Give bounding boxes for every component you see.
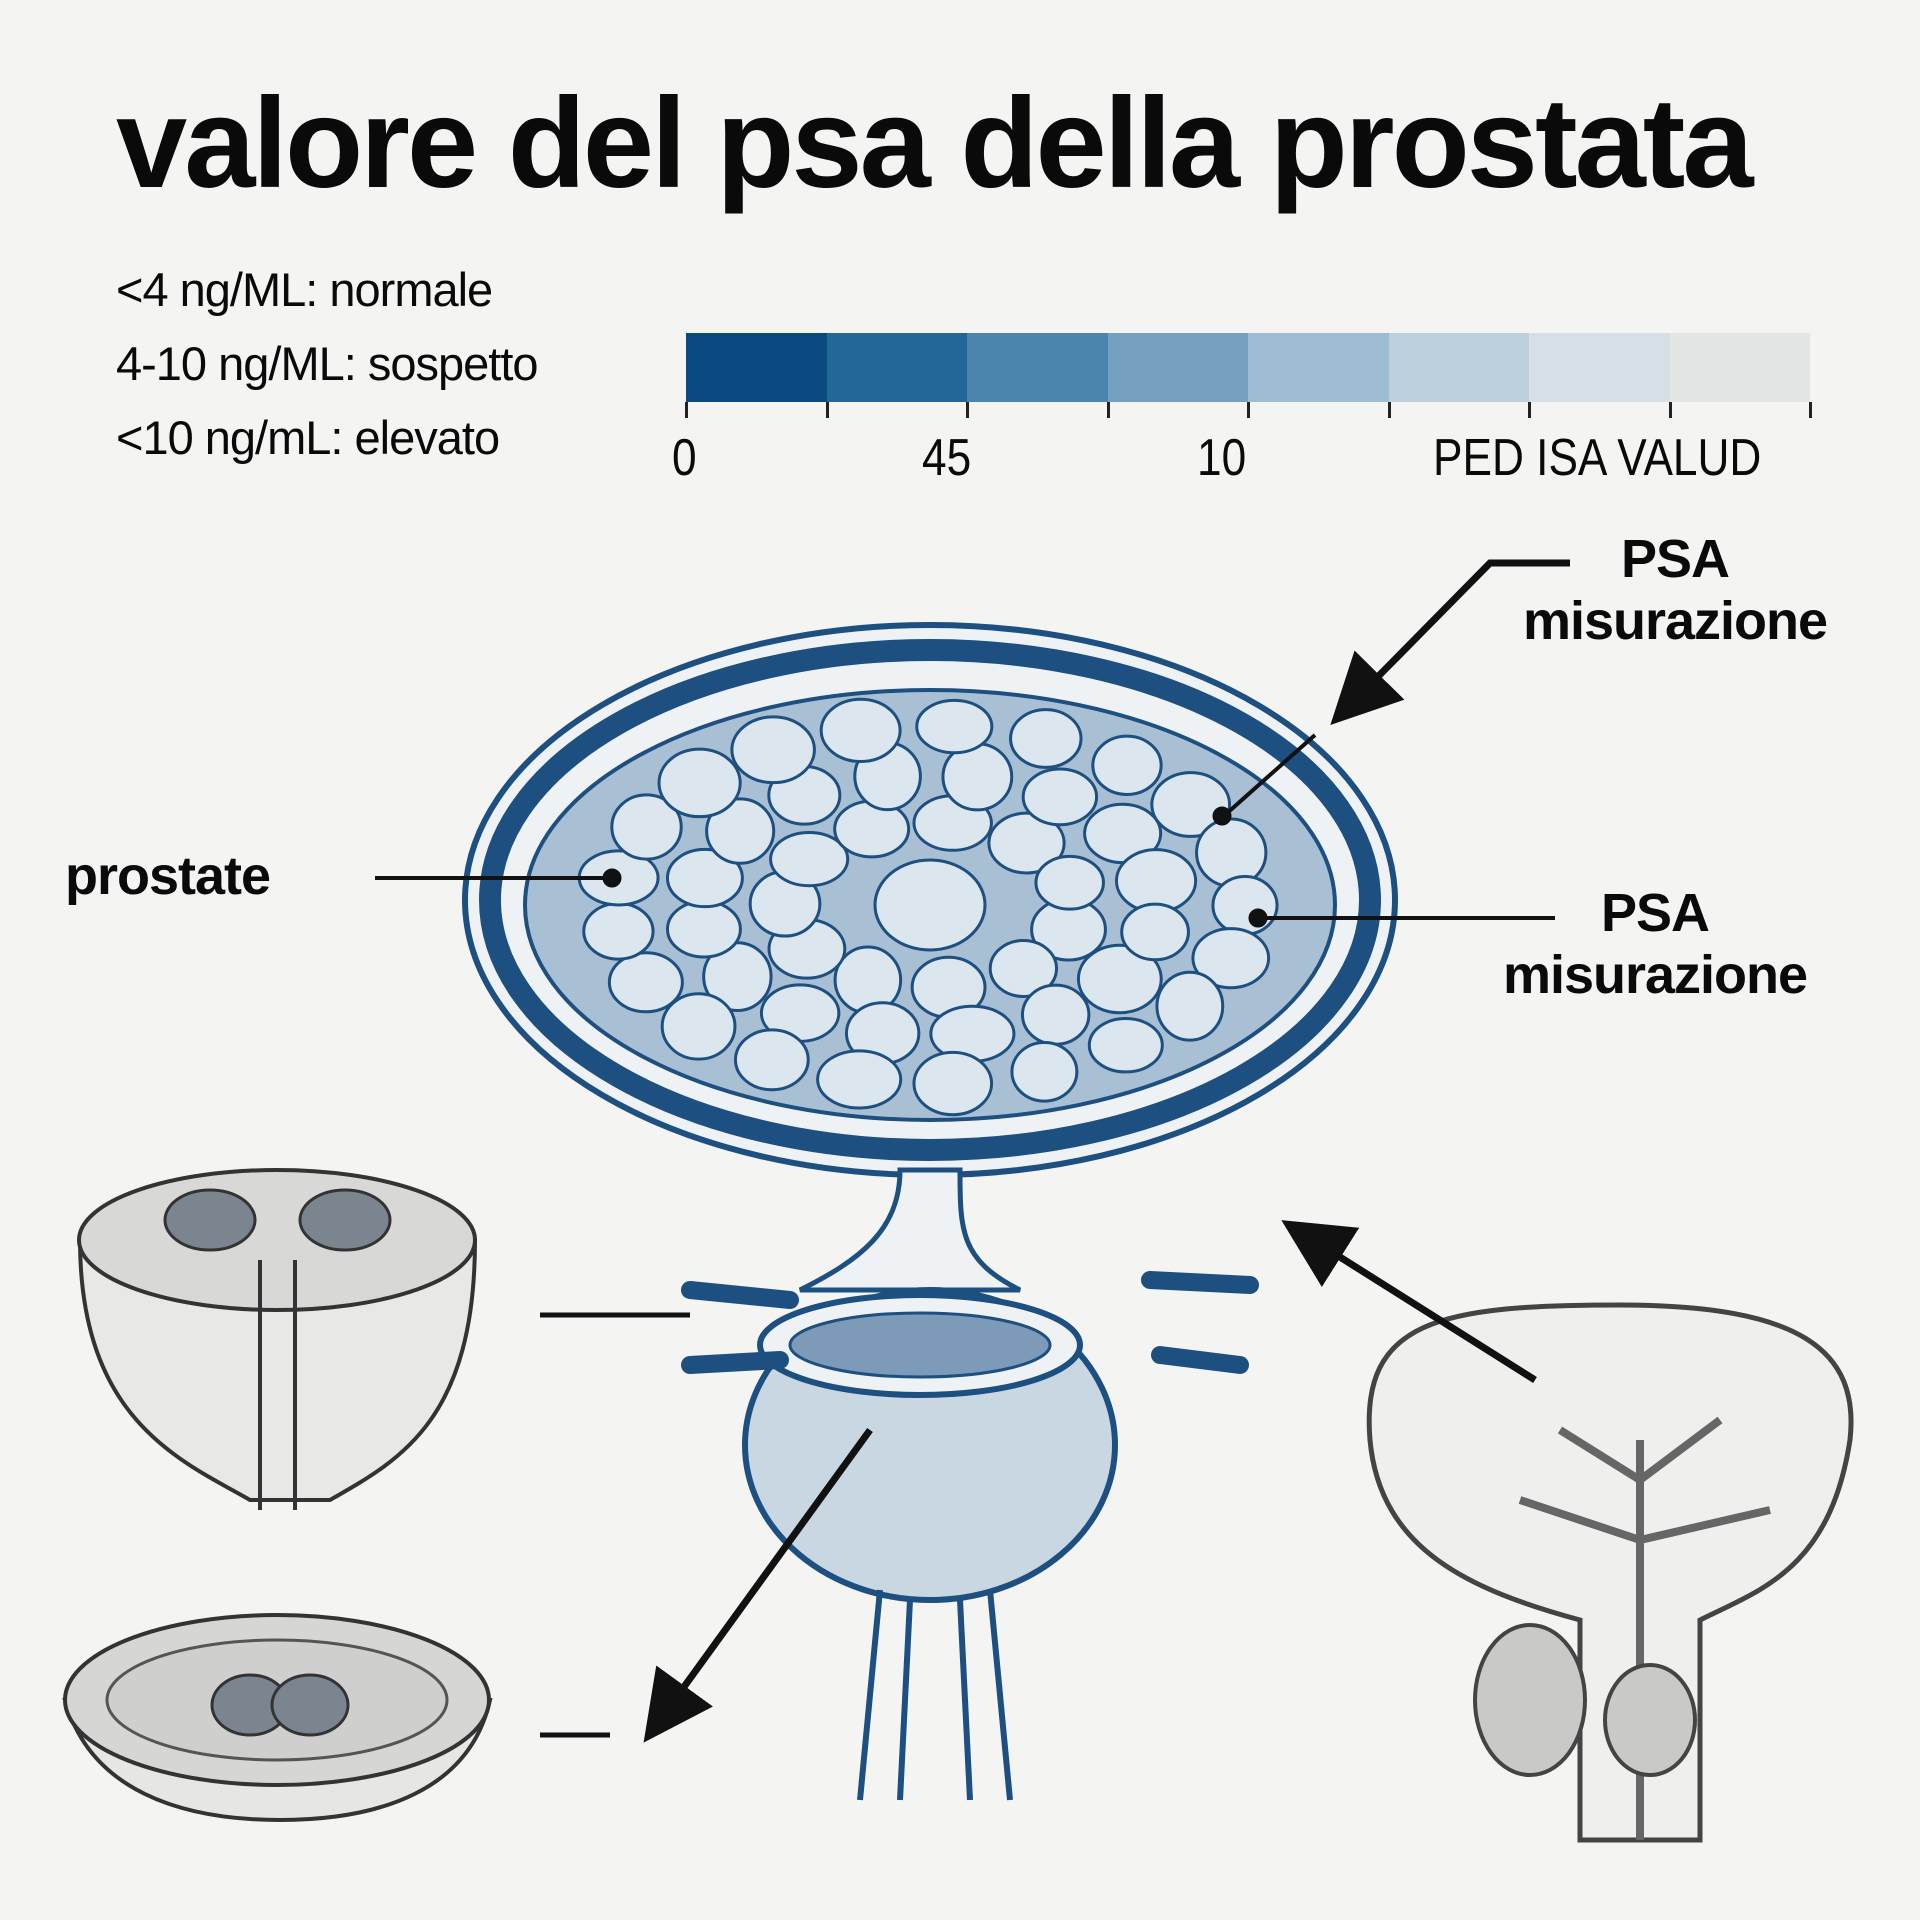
prostate-section-sketch-bottom bbox=[62, 1613, 493, 1823]
gland-cell bbox=[912, 1050, 994, 1117]
prostate-gland-sketch-right bbox=[1366, 1302, 1854, 1843]
callout-lines bbox=[375, 559, 1570, 1743]
scale-tick bbox=[1387, 402, 1391, 418]
urethra-gland bbox=[681, 1167, 1259, 1801]
gland-cell bbox=[873, 858, 987, 952]
gland-cell bbox=[988, 939, 1059, 998]
gland-cell bbox=[987, 811, 1066, 875]
gland-cell bbox=[1087, 1016, 1164, 1074]
psa-color-scale bbox=[686, 333, 1810, 402]
scale-tick bbox=[1668, 402, 1672, 418]
gland-cell bbox=[705, 797, 776, 865]
scale-tick-label: 45 bbox=[922, 429, 972, 487]
prostate-section-sketch-top bbox=[77, 1168, 478, 1510]
gland-cell bbox=[733, 1028, 810, 1092]
scale-tick-label: 0 bbox=[672, 429, 697, 487]
gland-cell bbox=[1010, 1040, 1079, 1103]
gland-cell bbox=[1195, 817, 1268, 888]
legend-normal: <4 ng/ML: normale bbox=[116, 263, 493, 316]
legend-suspect: 4-10 ng/ML: sospetto bbox=[116, 337, 539, 390]
scale-segment bbox=[686, 333, 827, 402]
scale-tick bbox=[1247, 402, 1250, 418]
gland-cell bbox=[1091, 734, 1163, 796]
gland-cell bbox=[1211, 875, 1279, 936]
psa-label-right: PSA misurazione bbox=[1470, 882, 1840, 1006]
psa-label-right-line2: misurazione bbox=[1502, 945, 1808, 1005]
scale-segment bbox=[1388, 333, 1529, 402]
scale-segment bbox=[1669, 333, 1810, 402]
scale-segment bbox=[967, 333, 1108, 402]
scale-tick bbox=[1809, 402, 1812, 418]
scale-tick bbox=[685, 402, 688, 418]
gland-cell bbox=[610, 793, 683, 861]
scale-segment bbox=[826, 333, 967, 402]
legend-elevated: <10 ng/mL: elevato bbox=[116, 411, 500, 464]
gland-cell bbox=[1155, 970, 1225, 1042]
gland-cell bbox=[816, 1049, 903, 1110]
gland-cell bbox=[665, 847, 744, 909]
gland-cell bbox=[1020, 983, 1091, 1046]
scale-tick bbox=[825, 402, 829, 418]
page-title: valore del psa della prostata bbox=[116, 72, 1754, 215]
prostate-label: prostate bbox=[65, 846, 271, 906]
scale-segment bbox=[1529, 333, 1670, 402]
gland-cell bbox=[915, 698, 994, 755]
gland-cell bbox=[1120, 902, 1190, 962]
gland-cell bbox=[1021, 767, 1099, 827]
psa-label-top-line1: PSA bbox=[1620, 529, 1730, 589]
scale-tick bbox=[966, 402, 969, 418]
scale-segment bbox=[1248, 333, 1389, 402]
psa-label-top-line2: misurazione bbox=[1522, 591, 1828, 651]
psa-label-right-line1: PSA bbox=[1600, 883, 1710, 943]
scale-tick-label: 10 bbox=[1197, 429, 1247, 487]
gland-cell bbox=[1034, 854, 1105, 911]
scale-axis-label: PED ISA VALUD bbox=[1433, 429, 1762, 487]
gland-cell bbox=[607, 951, 684, 1014]
gland-cell bbox=[582, 901, 655, 961]
gland-cell bbox=[657, 747, 742, 819]
gland-cell bbox=[730, 715, 816, 785]
gland-cell bbox=[1191, 927, 1271, 990]
gland-cell bbox=[1150, 771, 1232, 838]
scale-tick bbox=[1106, 402, 1110, 418]
gland-cell bbox=[660, 992, 737, 1061]
psa-label-top: PSA misurazione bbox=[1490, 528, 1860, 652]
gland-cell bbox=[769, 831, 850, 888]
gland-cell bbox=[1009, 708, 1083, 769]
scale-tick bbox=[1528, 402, 1531, 418]
gland-cell bbox=[819, 697, 902, 764]
gland-cell bbox=[1076, 943, 1163, 1015]
prostate-cross-section bbox=[462, 622, 1398, 1178]
scale-segment bbox=[1107, 333, 1248, 402]
gland-cell bbox=[665, 899, 742, 959]
